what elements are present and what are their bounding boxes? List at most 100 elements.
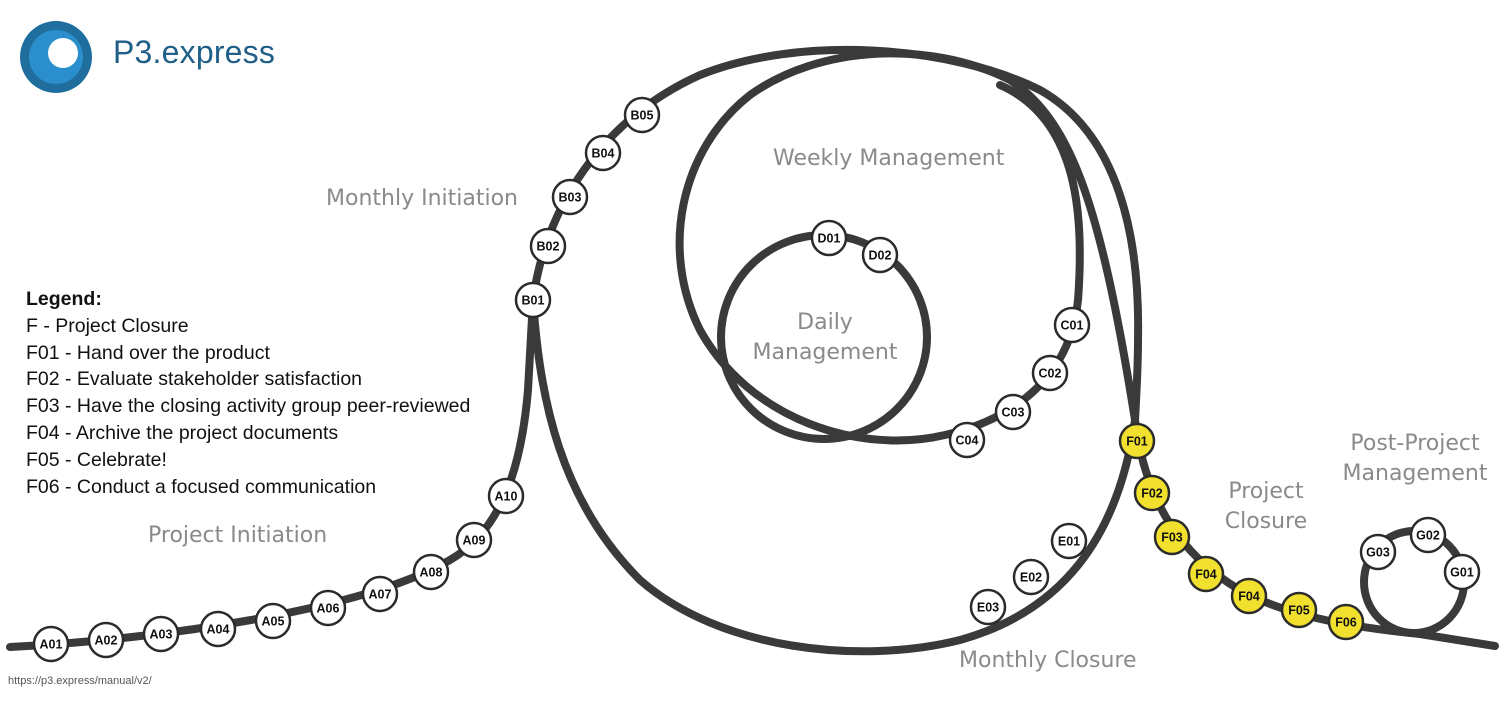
node-label: A03 — [150, 628, 173, 642]
node-circle — [551, 178, 589, 216]
node-circle — [1153, 518, 1191, 556]
node-f04: F04 — [1230, 577, 1268, 615]
track-weekly-loop — [675, 49, 1139, 445]
node-label: A10 — [495, 490, 518, 504]
node-label: A06 — [317, 602, 340, 616]
node-circle — [1280, 591, 1318, 629]
node-b03: B03 — [551, 178, 589, 216]
node-label: A01 — [40, 638, 63, 652]
node-label: B01 — [522, 294, 545, 308]
p3-express-logo-icon — [20, 21, 92, 93]
node-label: E02 — [1020, 571, 1042, 585]
node-g03: G03 — [1359, 533, 1397, 571]
section-daily-management: Daily Management — [745, 308, 905, 368]
section-post-project-line2: Management — [1342, 461, 1488, 486]
node-d02: D02 — [861, 236, 899, 274]
node-label: A04 — [207, 623, 230, 637]
node-circle — [199, 610, 237, 648]
node-circle — [309, 589, 347, 627]
node-label: F03 — [1161, 531, 1183, 545]
node-circle — [1133, 474, 1171, 512]
node-label: C01 — [1061, 319, 1084, 333]
node-label: A09 — [463, 534, 486, 548]
node-label: D02 — [869, 249, 892, 263]
node-f04: F04 — [1187, 555, 1225, 593]
node-f05: F05 — [1280, 591, 1318, 629]
node-label: C02 — [1039, 367, 1062, 381]
node-b02: B02 — [529, 227, 567, 265]
section-project-closure-line1: Project — [1228, 479, 1304, 504]
node-circle — [1050, 522, 1088, 560]
node-label: B03 — [559, 191, 582, 205]
section-monthly-initiation: Monthly Initiation — [326, 186, 518, 211]
legend-item: F03 - Have the closing activity group pe… — [26, 395, 471, 418]
node-e03: E03 — [969, 588, 1007, 626]
node-label: F04 — [1238, 590, 1260, 604]
legend-item: F02 - Evaluate stakeholder satisfaction — [26, 368, 363, 391]
section-project-closure-line2: Closure — [1224, 509, 1308, 534]
node-circle — [412, 553, 450, 591]
node-a10: A10 — [487, 477, 525, 515]
node-a09: A09 — [455, 521, 493, 559]
node-g02: G02 — [1409, 516, 1447, 554]
node-f06: F06 — [1327, 603, 1365, 641]
node-c02: C02 — [1031, 354, 1069, 392]
node-e02: E02 — [1012, 558, 1050, 596]
footer-url[interactable]: https://p3.express/manual/v2/ — [8, 675, 152, 687]
legend: Legend: F - Project Closure F01 - Hand o… — [26, 286, 470, 500]
node-circle — [861, 236, 899, 274]
node-circle — [529, 227, 567, 265]
node-label: G03 — [1366, 546, 1390, 560]
node-f01: F01 — [1118, 422, 1156, 460]
section-project-initiation: Project Initiation — [148, 523, 328, 548]
node-circle — [32, 625, 70, 663]
node-circle — [514, 281, 552, 319]
node-circle — [948, 421, 986, 459]
section-daily-management-line1: Daily — [797, 310, 853, 335]
node-c04: C04 — [948, 421, 986, 459]
node-label: G01 — [1450, 566, 1474, 580]
node-circle — [1327, 603, 1365, 641]
node-label: C04 — [956, 434, 979, 448]
section-monthly-closure: Monthly Closure — [959, 648, 1137, 673]
node-a03: A03 — [142, 615, 180, 653]
legend-title: Legend: — [26, 288, 102, 310]
node-a06: A06 — [309, 589, 347, 627]
section-daily-management-line2: Management — [752, 340, 898, 365]
node-circle — [87, 621, 125, 659]
node-c03: C03 — [994, 393, 1032, 431]
node-label: F05 — [1288, 604, 1310, 618]
node-b05: B05 — [623, 96, 661, 134]
node-circle — [1012, 558, 1050, 596]
node-circle — [1443, 553, 1481, 591]
node-circle — [810, 219, 848, 257]
node-circle — [487, 477, 525, 515]
node-circle — [1053, 306, 1091, 344]
node-circle — [1409, 516, 1447, 554]
legend-item: F04 - Archive the project documents — [26, 421, 339, 444]
section-post-project-management: Post-Project Management — [1340, 429, 1490, 489]
node-label: B02 — [537, 240, 560, 254]
brand-name: P3.express — [113, 34, 276, 70]
node-f03: F03 — [1153, 518, 1191, 556]
track-monthly-closure-loop — [529, 296, 1139, 656]
node-circle — [361, 575, 399, 613]
node-a04: A04 — [199, 610, 237, 648]
node-a07: A07 — [361, 575, 399, 613]
node-circle — [455, 521, 493, 559]
node-circle — [1118, 422, 1156, 460]
node-c01: C01 — [1053, 306, 1091, 344]
node-circle — [254, 602, 292, 640]
legend-item: F01 - Hand over the product — [26, 341, 270, 364]
node-label: A07 — [369, 588, 392, 602]
node-d01: D01 — [810, 219, 848, 257]
legend-item: F05 - Celebrate! — [26, 448, 167, 471]
node-label: G02 — [1416, 529, 1440, 543]
node-circle — [1187, 555, 1225, 593]
node-e01: E01 — [1050, 522, 1088, 560]
node-circle — [1359, 533, 1397, 571]
node-circle — [623, 96, 661, 134]
